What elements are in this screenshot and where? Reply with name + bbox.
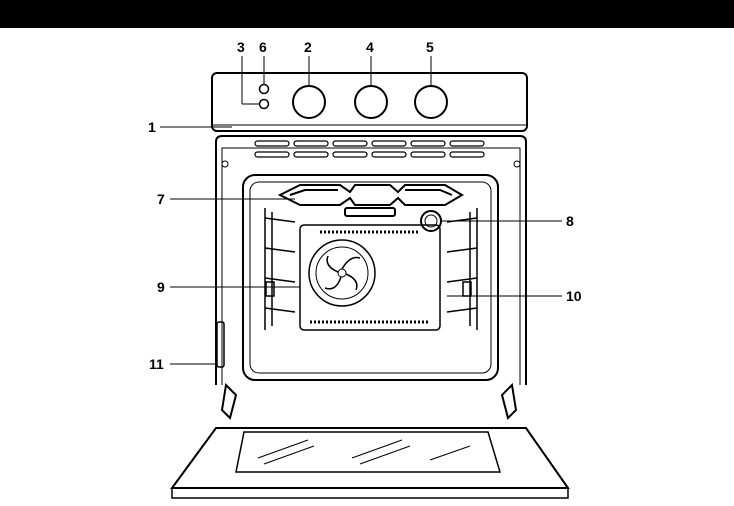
door-latch-icon [217, 322, 224, 367]
callout-7: 7 [157, 191, 165, 207]
callout-3: 3 [237, 39, 245, 55]
indicator-light-icon [260, 85, 269, 94]
vent-slots [255, 141, 484, 157]
knob-icon [293, 86, 325, 118]
callout-10: 10 [566, 288, 582, 304]
callout-1: 1 [148, 119, 156, 135]
leader-lines [160, 56, 562, 364]
callout-9: 9 [157, 279, 165, 295]
callout-5: 5 [426, 39, 434, 55]
indicator-light-icon [260, 100, 269, 109]
control-panel [212, 73, 527, 131]
open-door [172, 428, 568, 498]
callout-2: 2 [304, 39, 312, 55]
left-rack [265, 208, 295, 330]
knob-icon [415, 86, 447, 118]
fan-icon [309, 240, 375, 306]
callout-8: 8 [566, 213, 574, 229]
door-hinges [222, 385, 516, 418]
fan-back-panel [300, 225, 440, 330]
callout-4: 4 [366, 39, 374, 55]
knob-icon [355, 86, 387, 118]
oven-light-icon [421, 211, 441, 231]
callout-11: 11 [149, 356, 164, 372]
oven-frame [216, 136, 526, 385]
callout-6: 6 [259, 39, 267, 55]
right-rack [447, 208, 477, 330]
